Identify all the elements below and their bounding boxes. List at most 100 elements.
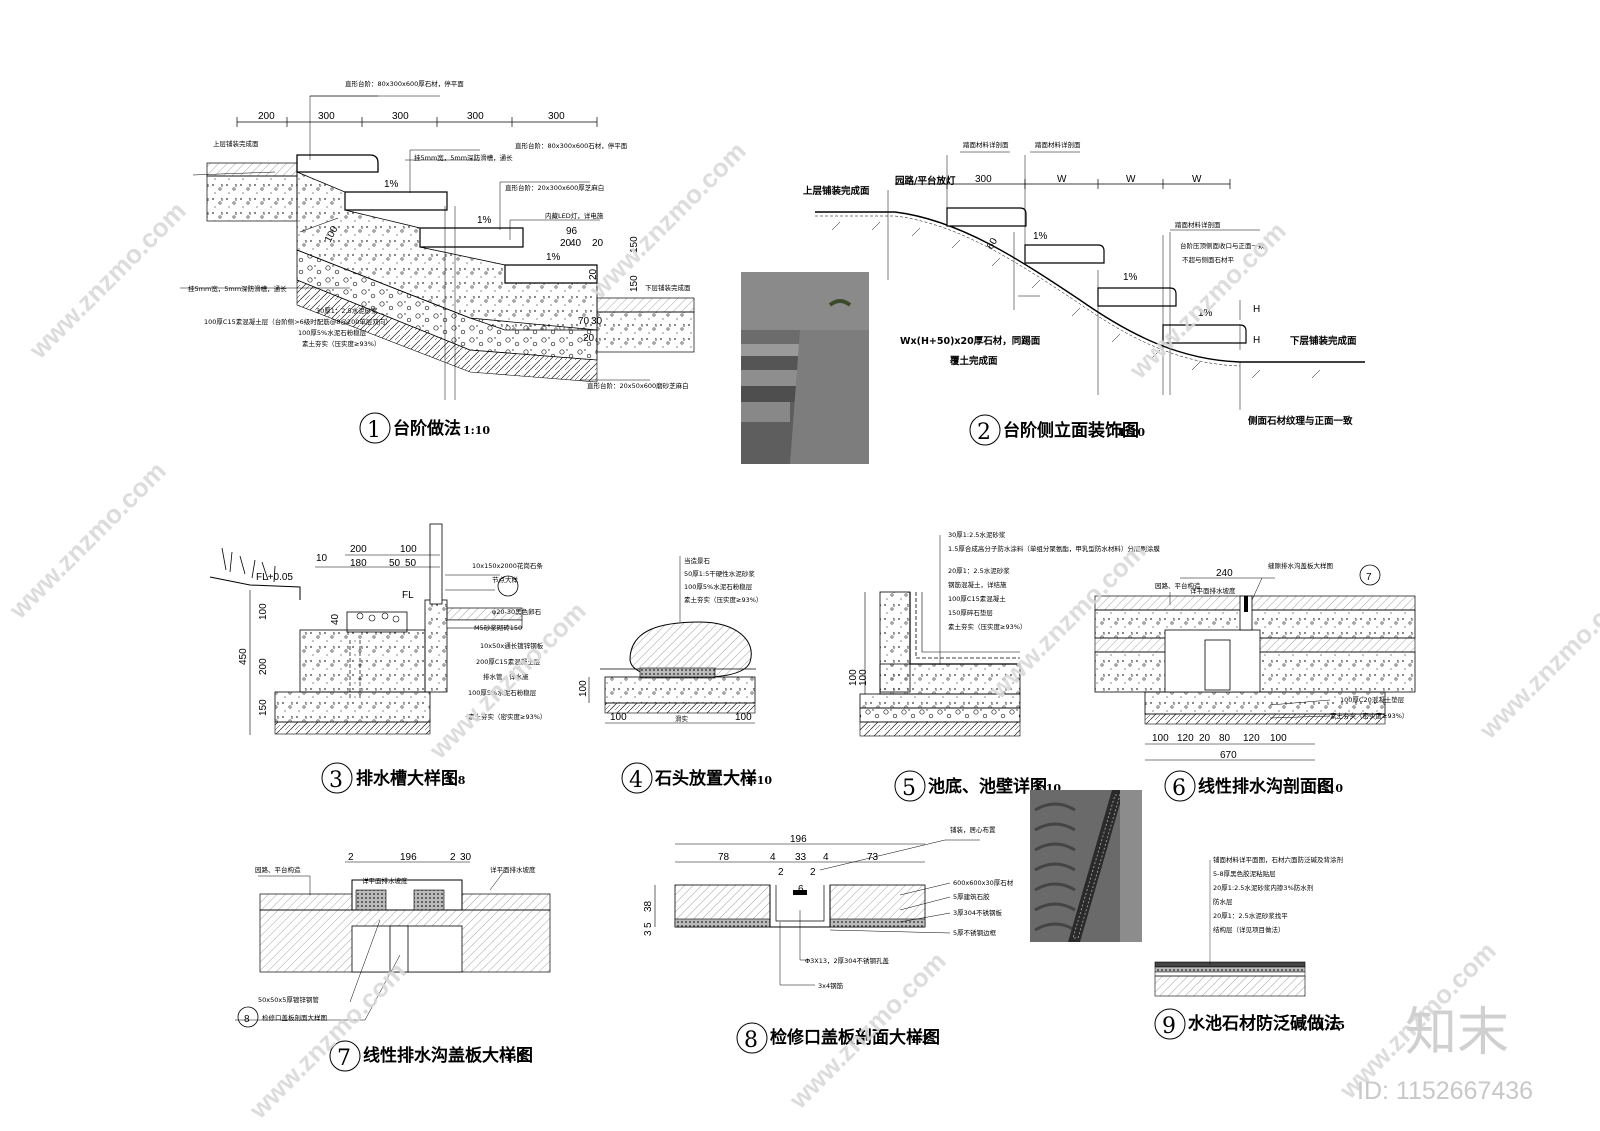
d5-dim-1: 100 — [848, 669, 859, 686]
image-id: ID: 1152667436 — [1357, 1077, 1533, 1105]
d3-level: FL+0.05 — [256, 572, 293, 583]
detail-4-title: 4 石头放置大样 1:10 — [621, 762, 772, 794]
d6-dim-100b: 100 — [1270, 733, 1287, 744]
d4-scale: 1:10 — [745, 774, 772, 787]
d4-lbl-1: 50厚1:5干硬性水泥砂浆 — [684, 569, 755, 578]
d8-dim-2b: 2 — [810, 867, 816, 878]
d1-s9: 20 — [583, 333, 595, 344]
wm-4: www.znzmo.com — [2, 456, 171, 625]
detail-8-access-cover: 196 78 4 33 4 73 2 2 38 5 3 6 铺装，居心布置 60… — [643, 825, 1014, 990]
d7-ref: 8 — [244, 1014, 250, 1025]
d8-lbl-6: 3x4钢筋 — [818, 981, 844, 990]
photo-linear-drain — [1030, 790, 1142, 942]
d2-dim-w2: W — [1126, 174, 1136, 185]
d2-dim-w1: W — [1057, 174, 1067, 185]
d1-dim-2: 300 — [318, 111, 335, 122]
d2-dim-w3: W — [1192, 174, 1202, 185]
d3-dim-100v: 100 — [258, 603, 269, 620]
d1-lbl-11: 素土夯实（压实度≥93%） — [302, 339, 380, 348]
d4-dim-2: 100 — [735, 712, 752, 723]
d1-lbl-9: 100厚C15素混凝土层（台阶侧>6级时配筋@8@200单层双向） — [204, 317, 392, 326]
d8-lbl-4: 5厚不锈钢边框 — [953, 928, 997, 937]
d6-dim-20: 20 — [1199, 733, 1211, 744]
d2-lbl-3: 上层铺装完成面 — [803, 185, 870, 197]
detail-6-linear-drain: 240 100 120 20 80 120 100 670 7 园路、平台构造 … — [1094, 561, 1416, 761]
d8-lbl-0: 铺装，居心布置 — [950, 825, 996, 834]
d3-fl: FL — [402, 590, 414, 601]
d6-dim-670: 670 — [1220, 750, 1237, 761]
detail-1-step-section: 200 300 300 300 300 100 1% 1% 1% 96 20 4… — [180, 79, 695, 400]
d3-lbl-1: 节点大样 — [492, 575, 519, 584]
d4-dim-1: 100 — [610, 712, 627, 723]
d7-num: 7 — [337, 1046, 351, 1071]
d1-s0: 96 — [566, 226, 578, 237]
d3-lbl-4: 10x50x通长镀锌钢板 — [480, 641, 544, 650]
d2-lbl-2: 园路/平台放灯 — [895, 175, 956, 187]
d8-dim-5: 5 — [643, 922, 654, 928]
d1-lbl-2: 直形台阶：80x300x600石材，停平面 — [515, 141, 628, 150]
d5-lbl-1: 1.5厚合成高分子防水涂料（单组分聚氨酯，甲乳型防水材料）分而刷涂膜 — [948, 544, 1160, 553]
d5-lbl-0: 30厚1:2.5水泥砂浆 — [948, 530, 1006, 539]
d1-s2: 40 — [570, 238, 582, 249]
d8-title: 检修口盖板剖面大样图 — [770, 1027, 940, 1048]
d6-lbl-4: 素土夯实（密实度≥93%） — [1330, 711, 1408, 720]
d2-h2: H — [1253, 335, 1260, 346]
d1-scale: 1:10 — [463, 424, 490, 437]
d9-lbl-5: 结构层（详见项目做法） — [1213, 925, 1285, 934]
d2-slope-3: 1% — [1198, 308, 1213, 319]
d9-scale: 1:15 — [1318, 1019, 1345, 1032]
d7-lbl-2: 详平面排水坡度 — [490, 865, 536, 874]
d3-dim-100: 100 — [400, 544, 417, 555]
d3-dim-40v: 40 — [330, 613, 341, 625]
d5-num: 5 — [902, 776, 916, 801]
detail-7-drain-cover: 2 196 2 30 8 园路、平台构造 详平面排水坡度 详平面排水坡度 50x… — [235, 852, 551, 1028]
d3-lbl-2: φ20-30黑色卵石 — [492, 607, 542, 616]
d7-lbl-0: 园路、平台构造 — [255, 865, 301, 874]
d9-title: 水池石材防泛碱做法 — [1188, 1013, 1341, 1034]
d8-dim-78: 78 — [718, 852, 730, 863]
photo-steps — [741, 272, 869, 464]
d2-title: 台阶侧立面装饰图 — [1003, 420, 1139, 441]
d7-scale: 1:5 — [505, 1051, 524, 1064]
d1-dim-1: 200 — [258, 111, 275, 122]
d5-lbl-6: 素土夯实（压实度≥93%） — [948, 622, 1026, 631]
d6-dim-120a: 120 — [1177, 733, 1194, 744]
d3-lbl-0: 10x150x2000花岗石条 — [472, 561, 543, 570]
detail-4-stone-placement: 100 100 滑实 100 当造景石 50厚1:5干硬性水泥砂浆 100厚5%… — [578, 556, 762, 724]
d8-dim-3: 3 — [643, 930, 654, 936]
d9-lbl-3: 防水层 — [1213, 897, 1233, 906]
d2-lbl-10: 侧面石材纹理与正面一致 — [1248, 415, 1353, 427]
d8-num: 8 — [744, 1028, 758, 1053]
d3-dim-200: 200 — [350, 544, 367, 555]
d8-dim-4a: 4 — [770, 852, 776, 863]
d4-lbl-2: 100厚5%水泥石粉稳层 — [684, 582, 753, 591]
d7-lbl-3: 50x50x5厚镀锌钢管 — [258, 995, 319, 1004]
d6-dim-100a: 100 — [1152, 733, 1169, 744]
d3-dim-180: 180 — [350, 558, 367, 569]
d8-dim-33: 33 — [795, 852, 807, 863]
d8-lbl-3: 3厚304不锈钢板 — [953, 908, 1003, 917]
d3-dim-450: 450 — [238, 648, 249, 665]
detail-5-pool-wall: 100 100 30厚1:2.5水泥砂浆 1.5厚合成高分子防水涂料（单组分聚氨… — [848, 530, 1160, 737]
d4-title: 石头放置大样 — [654, 768, 757, 789]
d2-lbl-8: 覆土完成面 — [949, 355, 998, 367]
d1-s6: 20 — [588, 268, 599, 280]
wm-1: www.znzmo.com — [22, 196, 191, 365]
d9-lbl-2: 20厚1:2.5水泥砂浆内掺3%防水剂 — [1213, 883, 1313, 892]
d9-lbl-1: 5-8厚黑色胶泥粘贴层 — [1213, 869, 1276, 878]
d2-scale: 1:10 — [1118, 426, 1145, 439]
d1-s8: 30 — [591, 316, 603, 327]
d6-lbl-3: 100厚C20混凝土垫层 — [1340, 695, 1405, 704]
d2-num: 2 — [977, 420, 991, 445]
d7-title: 线性排水沟盖板大样图 — [363, 1045, 533, 1066]
d9-num: 9 — [1162, 1014, 1176, 1039]
d4-mid: 滑实 — [675, 714, 689, 723]
d1-slope-3: 1% — [546, 252, 561, 263]
d1-lbl-4: 直形台阶：20x300x600厚芝麻白 — [505, 183, 604, 192]
d5-lbl-2: 20厚1：2.5水泥砂浆 — [948, 566, 1010, 575]
d6-title: 线性排水沟剖面图 — [1198, 776, 1334, 797]
d7-dim-2b: 2 — [450, 852, 456, 863]
d1-lbl-3: 挂5mm宽，5mm深防滑槽，通长 — [414, 153, 513, 162]
d3-dim-50b: 50 — [405, 558, 417, 569]
